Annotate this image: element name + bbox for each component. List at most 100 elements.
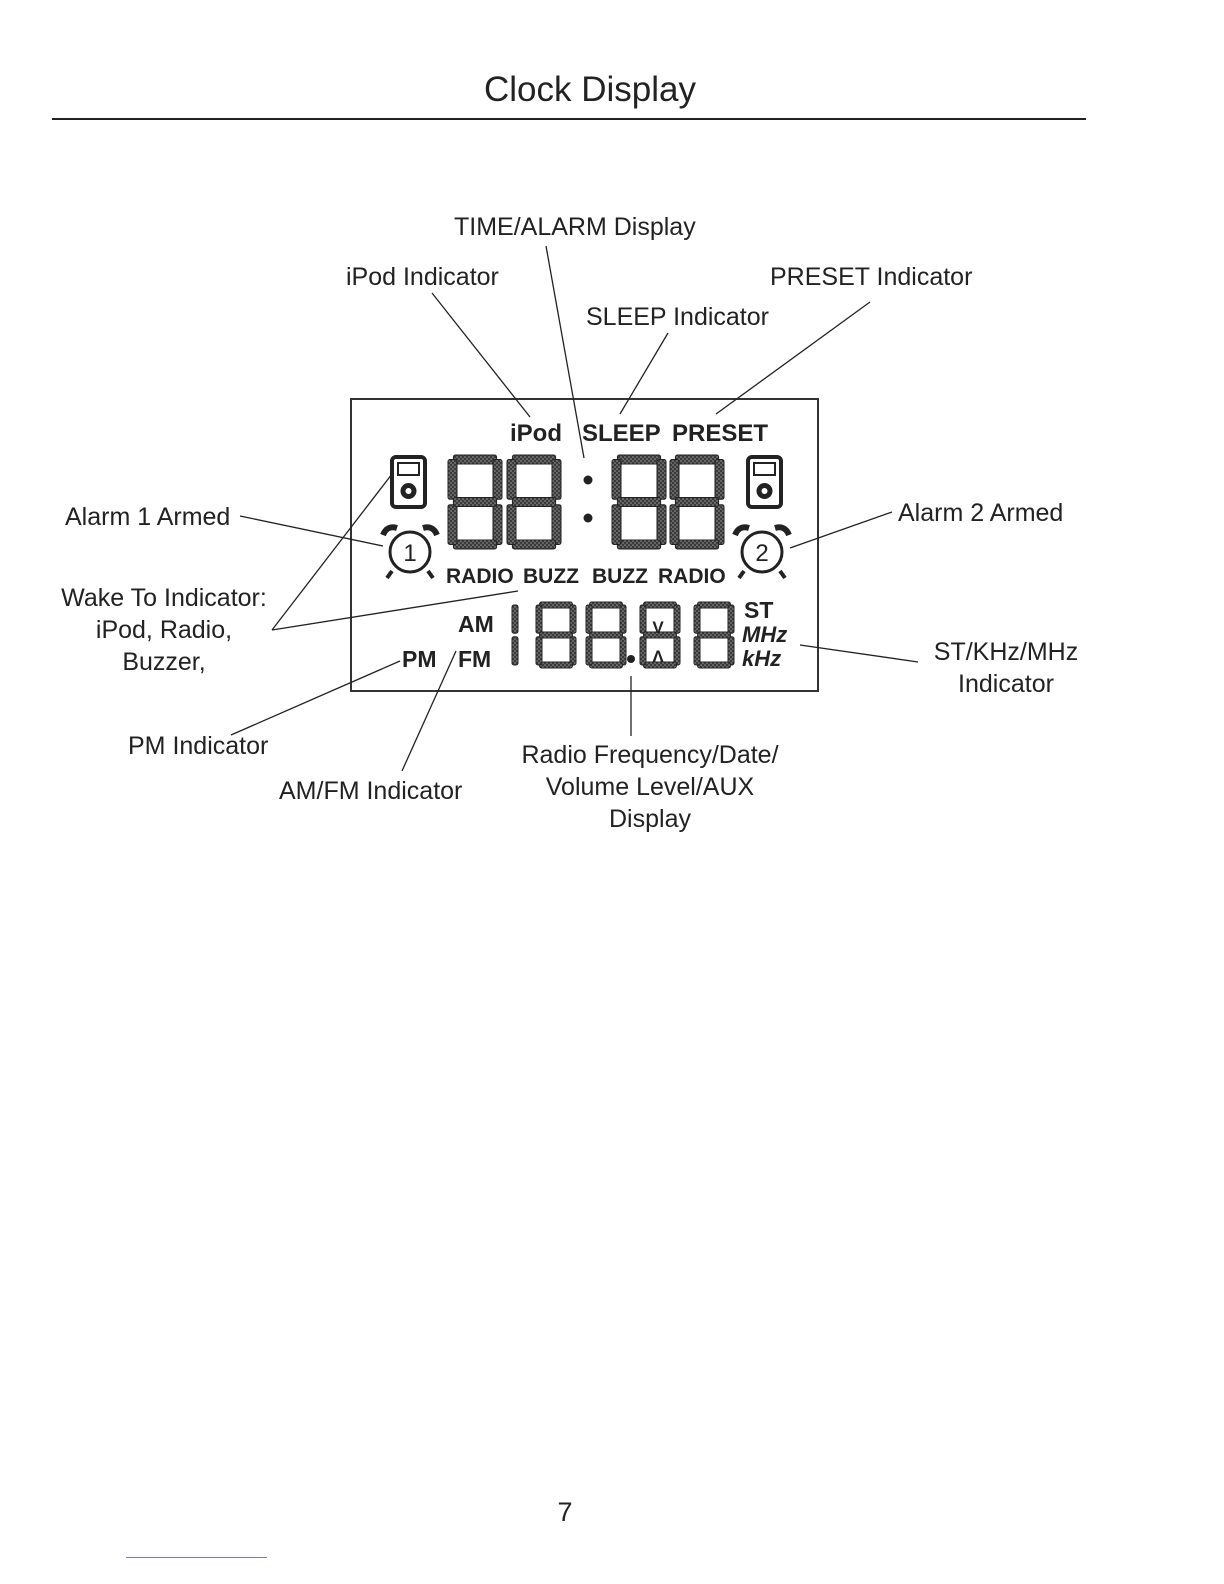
segment-a [697,601,731,609]
callout-radio-line: Radio Frequency/Date/ [521,741,779,769]
segment-c [673,636,681,666]
segment-e [506,504,517,546]
wake-buzz-label: BUZZ [592,565,648,588]
segment-d [674,539,720,550]
leader-preset [715,301,871,415]
callout-alarm2-armed: Alarm 2 Armed [898,499,1064,527]
leader-wake-radio [271,590,519,631]
segment-a [643,601,677,609]
lcd-ipod-label: iPod [510,420,562,447]
frequency-digit [585,601,627,669]
segment-b [569,604,577,634]
alarm-clock-icon: 1 [380,524,440,580]
mhz-label: MHz [742,622,787,647]
pm-label: PM [402,646,437,672]
segment-a [674,454,720,465]
segment-a [539,601,573,609]
alarm-number-1: 1 [403,540,416,567]
frequency-digit [511,604,519,666]
footer-rule [126,1557,267,1558]
segment-e [611,504,622,546]
segment-c [619,636,627,666]
page-title: Clock Display [484,70,696,109]
segment-a [511,454,557,465]
callout-st-khz-mhz: ST/KHz/MHz Indicator [918,636,1094,700]
segment-g [697,631,731,639]
title-underline [52,118,1086,120]
time-digit [611,454,667,550]
leader-sleep [619,332,669,415]
frequency-digits [511,601,735,669]
alarm-clock-icon: 2 [732,524,792,580]
ipod-icon [390,455,427,509]
callout-wake-to-line: Buzzer, [122,648,206,676]
leader-time-alarm [545,245,585,459]
segment-b [656,459,667,500]
segment-e [669,504,680,546]
segment-f [447,459,458,500]
segment-g [589,631,623,639]
segment-g [616,497,662,507]
callout-sleep-indicator: SLEEP Indicator [586,303,769,331]
callout-st-line: ST/KHz/MHz [933,638,1079,666]
segment-d [511,539,557,550]
volume-up-icon: Λ [652,647,664,666]
callout-wake-to-line: Wake To Indicator: [61,584,267,612]
fm-label: FM [458,646,491,672]
callout-st-line: Indicator [958,670,1054,698]
segment-g [643,631,677,639]
page-number: 7 [557,1497,573,1527]
segment-d [589,661,623,669]
callout-ipod-indicator: iPod Indicator [346,263,499,291]
segment-b [673,604,681,634]
khz-label: kHz [742,646,781,671]
leader-lines [230,245,919,772]
callout-preset-indicator: PRESET Indicator [770,263,973,291]
segment-f [693,604,701,634]
segment-g [511,497,557,507]
segment-f [669,459,680,500]
wake-radio-label: RADIO [446,565,514,588]
frequency-decimal-point [627,655,635,663]
segment-d [539,661,573,669]
segment-d [616,539,662,550]
segment-c [714,504,725,546]
leader-alarm1 [239,515,384,547]
frequency-digit [535,601,577,669]
alarm-number-2: 2 [755,540,768,567]
leader-st-khz-mhz [799,644,919,663]
volume-down-icon: V [652,618,664,637]
segment-b [727,604,735,634]
callout-wake-to-line: iPod, Radio, [95,616,233,644]
segment-g [674,497,720,507]
lcd-sleep-label: SLEEP [582,420,661,447]
frequency-digit [639,601,681,669]
segment-b [511,604,519,634]
segment-e [585,636,593,666]
segment-e [693,636,701,666]
wake-radio-label: RADIO [658,565,726,588]
time-digits [447,454,725,550]
segment-e [535,636,543,666]
leader-am-fm [401,650,457,772]
segment-g [539,631,573,639]
segment-c [569,636,577,666]
segment-c [551,504,562,546]
callout-radio-line: Display [609,805,691,833]
segment-f [611,459,622,500]
time-digit [506,454,562,550]
leader-ipod [431,292,531,418]
segment-g [452,497,498,507]
callout-pm-indicator: PM Indicator [128,732,269,760]
segment-f [639,604,647,634]
segment-e [639,636,647,666]
segment-b [619,604,627,634]
leader-alarm2 [789,511,893,549]
segment-b [714,459,725,500]
segment-d [697,661,731,669]
segment-a [452,454,498,465]
wake-buzz-label: BUZZ [523,565,579,588]
lcd-diagram: iPod SLEEP PRESET 1 2 RADIO BUZZ BUZZ RA… [230,245,919,772]
segment-e [447,504,458,546]
segment-f [535,604,543,634]
